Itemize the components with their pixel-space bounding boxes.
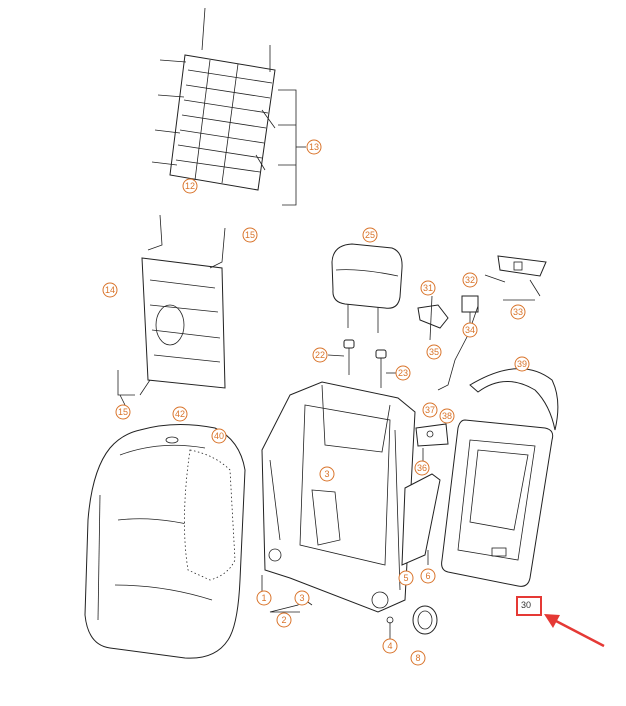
svg-text:33: 33	[513, 307, 523, 317]
svg-text:1: 1	[261, 593, 266, 603]
highlight-box	[516, 596, 542, 616]
cable-harness-part	[417, 295, 479, 391]
svg-text:15: 15	[118, 407, 128, 417]
headrest-part	[331, 243, 403, 333]
svg-text:15: 15	[245, 230, 255, 240]
callout-5: 5	[398, 570, 414, 586]
svg-text:3: 3	[324, 469, 329, 479]
svg-text:40: 40	[214, 431, 224, 441]
callout-4: 4	[382, 638, 398, 654]
callout-14: 14	[102, 282, 118, 298]
svg-text:38: 38	[442, 411, 452, 421]
callout-33: 33	[510, 304, 526, 320]
svg-text:5: 5	[403, 573, 408, 583]
callout-13: 13	[306, 139, 322, 155]
callout-34: 34	[462, 322, 478, 338]
red-arrow-icon	[544, 614, 605, 648]
svg-text:31: 31	[423, 283, 433, 293]
highlighted-part-30: 30	[516, 596, 542, 616]
backrest-cover-part	[84, 423, 246, 659]
lumbar-support-part	[117, 214, 226, 406]
svg-text:4: 4	[387, 641, 392, 651]
callout-37: 37	[422, 402, 438, 418]
callout-15: 15	[242, 227, 258, 243]
highlight-label: 30	[521, 600, 531, 610]
svg-text:14: 14	[105, 285, 115, 295]
svg-text:6: 6	[425, 571, 430, 581]
svg-text:22: 22	[315, 350, 325, 360]
svg-text:23: 23	[398, 368, 408, 378]
svg-text:39: 39	[517, 359, 527, 369]
callout-23: 23	[395, 365, 411, 381]
svg-text:25: 25	[365, 230, 375, 240]
callout-22: 22	[312, 347, 328, 363]
callout-6: 6	[420, 568, 436, 584]
callout-38: 38	[439, 408, 455, 424]
callout-39: 39	[514, 356, 530, 372]
trim-strip-part	[469, 368, 559, 431]
callouts: 12 13 14 15 15 25 22 23 31 32 33 34 35 3…	[102, 139, 530, 666]
svg-text:34: 34	[465, 325, 475, 335]
callout-42: 42	[172, 406, 188, 422]
svg-text:13: 13	[309, 142, 319, 152]
svg-text:37: 37	[425, 405, 435, 415]
headrest-guide-parts	[327, 339, 396, 388]
svg-text:2: 2	[281, 615, 286, 625]
callout-3: 3	[319, 466, 335, 482]
callout-3: 3	[294, 590, 310, 606]
svg-text:32: 32	[465, 275, 475, 285]
side-panel-part	[401, 473, 441, 566]
svg-text:35: 35	[429, 347, 439, 357]
adjuster-knob-part	[386, 605, 438, 640]
callout-12: 12	[182, 178, 198, 194]
callout-36: 36	[414, 460, 430, 476]
svg-text:42: 42	[175, 409, 185, 419]
callout-1: 1	[256, 590, 272, 606]
button-cover-part	[484, 255, 547, 301]
svg-text:8: 8	[415, 653, 420, 663]
callout-2: 2	[276, 612, 292, 628]
latch-bracket-part	[415, 423, 449, 462]
callout-15: 15	[115, 404, 131, 420]
callout-32: 32	[462, 272, 478, 288]
svg-text:36: 36	[417, 463, 427, 473]
backrest-frame-part	[261, 381, 416, 613]
callout-31: 31	[420, 280, 436, 296]
callout-35: 35	[426, 344, 442, 360]
rear-panel-part	[441, 419, 554, 587]
svg-text:12: 12	[185, 181, 195, 191]
callout-40: 40	[211, 428, 227, 444]
svg-text:3: 3	[299, 593, 304, 603]
callout-25: 25	[362, 227, 378, 243]
spring-mat-part	[151, 7, 306, 206]
callout-8: 8	[410, 650, 426, 666]
